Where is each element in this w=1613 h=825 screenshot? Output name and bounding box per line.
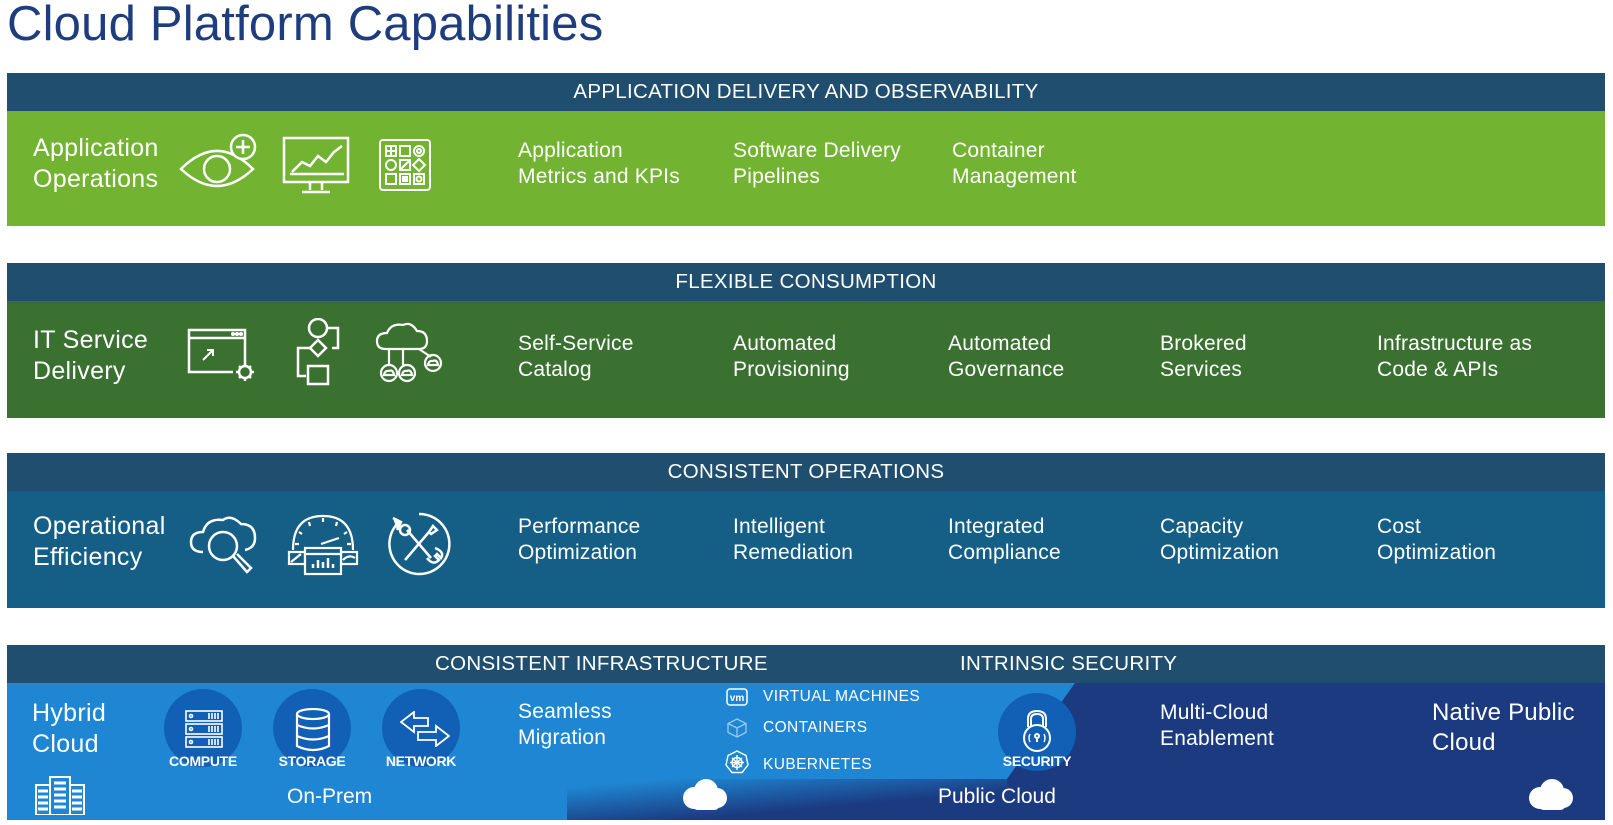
capability-item: Automated Provisioning <box>733 332 850 381</box>
capability-item: Integrated Compliance <box>948 515 1061 564</box>
server-rack-icon <box>185 710 223 748</box>
band-body: Operational Efficiency <box>7 491 1605 608</box>
security-circle <box>998 693 1076 771</box>
svg-text:vm: vm <box>730 693 745 704</box>
band-consistent-operations: CONSISTENT OPERATIONS Operational Effici… <box>7 453 1605 608</box>
on-prem-zone <box>7 779 567 820</box>
header-consistent-infrastructure: CONSISTENT INFRASTRUCTURE <box>435 652 768 675</box>
monitor-chart-icon <box>282 136 350 198</box>
band-consistent-infrastructure: CONSISTENT INFRASTRUCTURE INTRINSIC SECU… <box>7 645 1605 820</box>
browser-gear-icon <box>187 328 257 384</box>
cloud-icon <box>682 778 728 812</box>
kubernetes-icon <box>725 750 749 774</box>
workload-containers: CONTAINERS <box>763 719 868 736</box>
cloud-network-icon <box>375 321 447 387</box>
band-label: IT Service Delivery <box>33 326 149 385</box>
band-label: Application Operations <box>33 134 159 193</box>
band-label: Operational Efficiency <box>33 512 166 571</box>
pillar-security: SECURITY <box>1002 753 1072 769</box>
app-grid-icon <box>379 139 431 191</box>
pillar-network: NETWORK <box>385 753 457 769</box>
datacenter-icon <box>34 775 88 815</box>
capability-item: Container Management <box>952 139 1077 188</box>
on-prem-label: On-Prem <box>287 785 373 808</box>
container-cube-icon <box>727 718 747 738</box>
eye-plus-icon <box>179 133 259 193</box>
band-label: Hybrid Cloud <box>32 699 107 758</box>
workload-kubernetes: KUBERNETES <box>763 756 873 773</box>
cloud-search-icon <box>189 512 261 578</box>
band-header: FLEXIBLE CONSUMPTION <box>7 263 1605 301</box>
capability-item: Infrastructure as Code & APIs <box>1377 332 1533 381</box>
vm-icon: vm <box>726 688 748 706</box>
band-body: Application Operations <box>7 111 1605 226</box>
workload-virtual-machines: VIRTUAL MACHINES <box>763 688 921 705</box>
padlock-icon <box>1021 709 1053 753</box>
capability-item: Intelligent Remediation <box>733 515 854 564</box>
band-header: APPLICATION DELIVERY AND OBSERVABILITY <box>7 73 1605 111</box>
pillar-storage: STORAGE <box>278 753 346 769</box>
band-header: CONSISTENT OPERATIONS <box>7 453 1605 491</box>
capability-item: Self-Service Catalog <box>518 332 634 381</box>
network-arrows-icon <box>400 711 450 747</box>
pillar-compute: COMPUTE <box>169 753 237 769</box>
capability-item: Capacity Optimization <box>1160 515 1280 564</box>
seamless-migration: Seamless Migration <box>518 700 612 749</box>
capability-item: Cost Optimization <box>1377 515 1497 564</box>
tools-cycle-icon <box>385 510 453 578</box>
public-cloud-label: Public Cloud <box>938 785 1056 808</box>
band-body: IT Service Delivery <box>7 301 1605 418</box>
capability-item: Application Metrics and KPIs <box>518 139 680 188</box>
multicloud-enablement: Multi-Cloud Enablement <box>1160 701 1275 750</box>
capability-item: Automated Governance <box>948 332 1065 381</box>
page-title: Cloud Platform Capabilities <box>7 0 604 51</box>
capability-item: Software Delivery Pipelines <box>733 139 901 188</box>
band-application-delivery: APPLICATION DELIVERY AND OBSERVABILITY A… <box>7 73 1605 226</box>
native-public-cloud: Native Public Cloud <box>1432 699 1575 756</box>
infra-body: Hybrid Cloud COMPUTE <box>7 683 1605 820</box>
capability-item: Brokered Services <box>1160 332 1247 381</box>
band-flexible-consumption: FLEXIBLE CONSUMPTION IT Service Delivery <box>7 263 1605 418</box>
cloud-icon <box>1528 778 1574 812</box>
capability-item: Performance Optimization <box>518 515 641 564</box>
compute-circle <box>164 689 242 767</box>
header-intrinsic-security: INTRINSIC SECURITY <box>960 652 1178 675</box>
band-header: CONSISTENT INFRASTRUCTURE INTRINSIC SECU… <box>7 645 1605 683</box>
network-circle <box>382 689 460 767</box>
dashboard-gauge-icon <box>287 512 359 578</box>
database-icon <box>295 708 331 752</box>
flowchart-icon <box>292 318 344 386</box>
